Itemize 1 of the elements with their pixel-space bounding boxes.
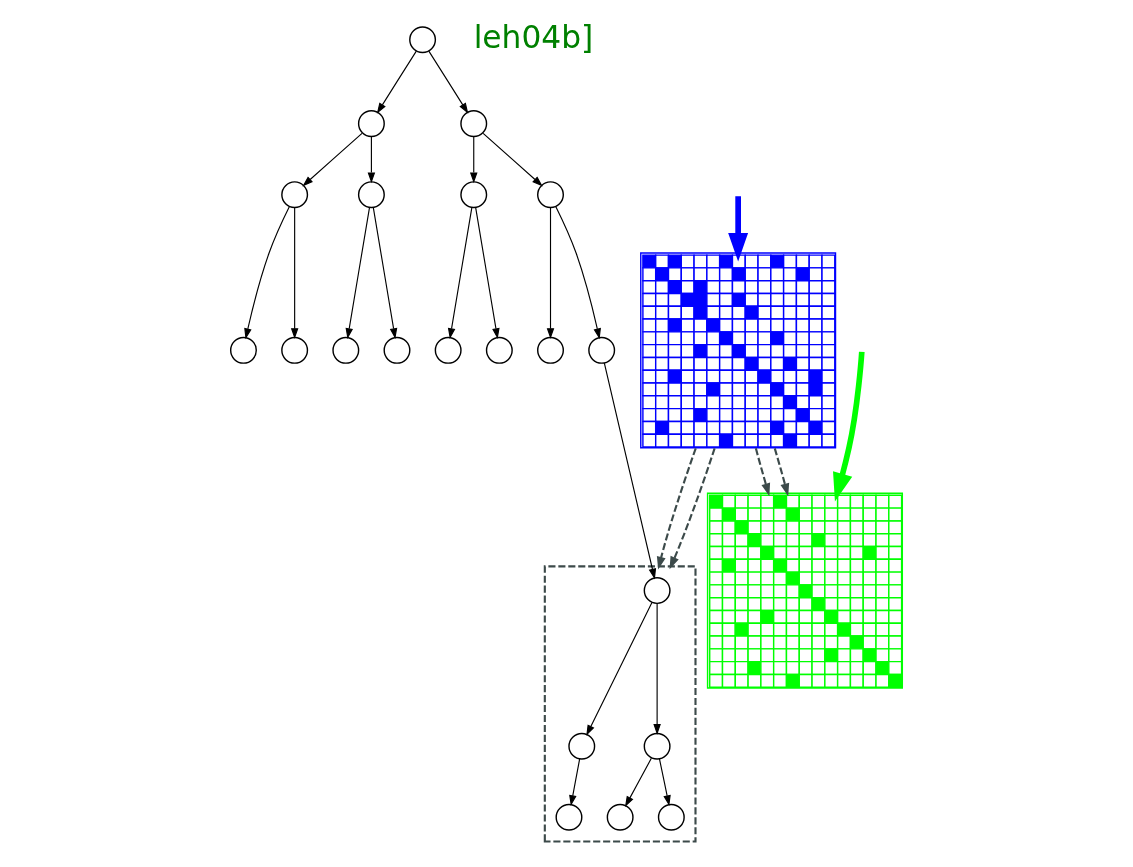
label: leh04b] (473, 18, 594, 55)
